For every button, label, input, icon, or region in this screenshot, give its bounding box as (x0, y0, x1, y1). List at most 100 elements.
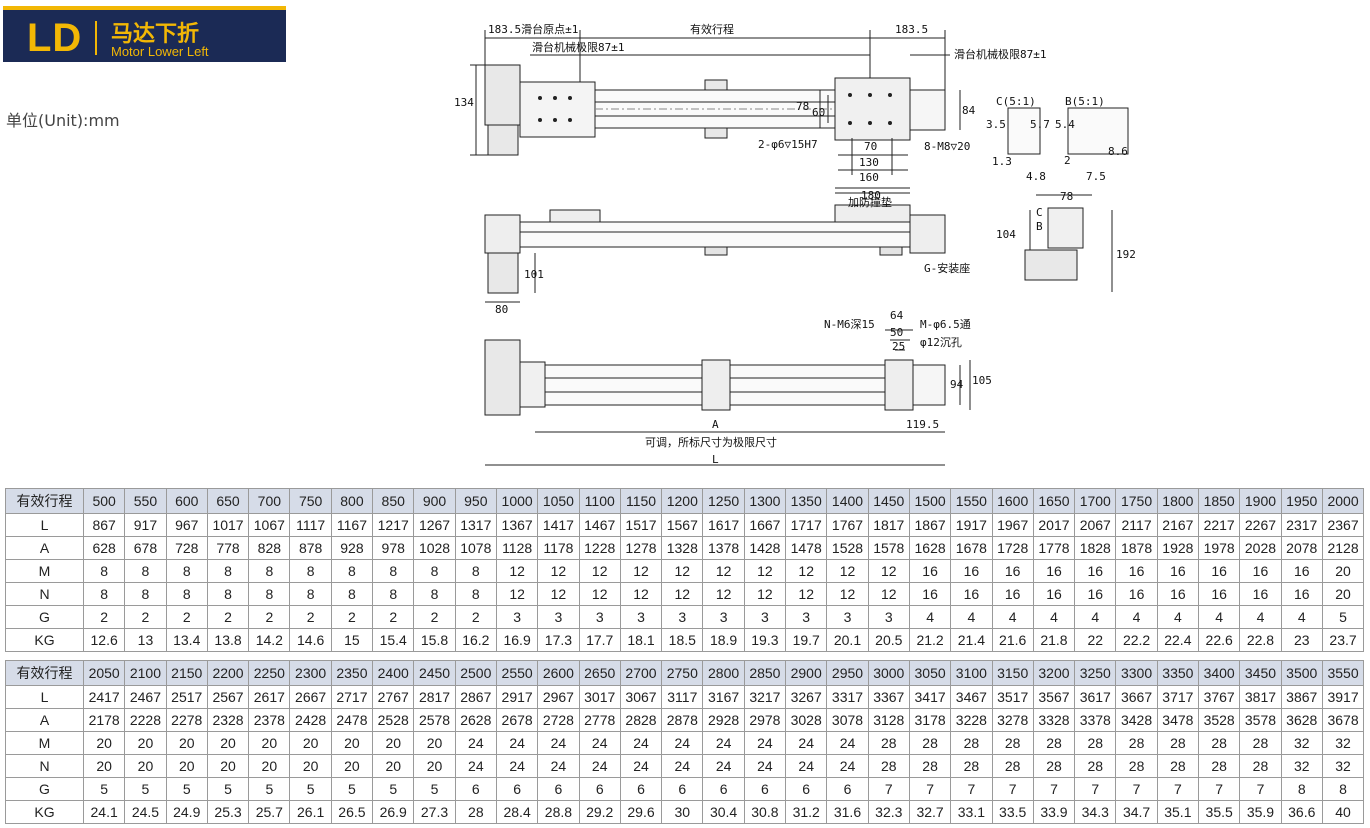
value-cell: 1067 (248, 513, 291, 537)
value-cell: 4 (991, 605, 1034, 629)
value-cell: 4 (1115, 605, 1158, 629)
value-cell: 12 (495, 559, 539, 583)
stroke-header-cell: 2050 (82, 660, 126, 686)
value-cell: 2467 (124, 685, 167, 709)
value-cell: 12 (743, 559, 787, 583)
value-cell: 828 (248, 536, 291, 560)
value-cell: 1828 (1074, 536, 1117, 560)
value-cell: 3 (661, 605, 704, 629)
value-cell: 6 (661, 777, 704, 801)
value-cell: 24.5 (124, 800, 167, 824)
value-cell: 28 (454, 800, 497, 824)
value-cell: 27.3 (413, 800, 456, 824)
row-label-cell: G (5, 605, 84, 629)
value-cell: 28 (1156, 731, 1200, 755)
detail-b (1067, 107, 1129, 155)
stroke-header-cell: 800 (330, 488, 374, 514)
value-cell: 16 (1198, 582, 1241, 606)
stroke-header-cell: 2950 (826, 660, 869, 686)
value-cell: 24 (743, 731, 787, 755)
value-cell: 15 (330, 628, 374, 652)
value-cell: 32 (1321, 754, 1365, 778)
stroke-header-cell: 1450 (867, 488, 910, 514)
value-cell: 24 (702, 731, 745, 755)
value-cell: 3478 (1156, 708, 1200, 732)
value-cell: 2367 (1321, 513, 1365, 537)
value-cell: 16 (950, 582, 993, 606)
row-label-cell: N (5, 582, 84, 606)
stroke-header-cell: 2350 (330, 660, 374, 686)
value-cell: 19.3 (743, 628, 787, 652)
row-label-cell: M (5, 559, 84, 583)
value-cell: 25.7 (248, 800, 291, 824)
value-cell: 16 (991, 582, 1034, 606)
value-cell: 3 (867, 605, 910, 629)
value-cell: 2278 (165, 708, 208, 732)
value-cell: 6 (785, 777, 828, 801)
value-cell: 20 (124, 754, 167, 778)
stroke-header-cell: 2900 (785, 660, 828, 686)
stroke-header-cell: 2100 (124, 660, 167, 686)
stroke-header-cell: 2800 (702, 660, 745, 686)
value-cell: 30 (661, 800, 704, 824)
value-cell: 16 (908, 559, 952, 583)
value-cell: 20 (248, 754, 291, 778)
value-cell: 32 (1280, 754, 1323, 778)
stroke-header-cell: 1400 (826, 488, 869, 514)
stroke-header-cell: 2650 (578, 660, 621, 686)
value-cell: 8 (1280, 777, 1323, 801)
value-cell: 26.5 (330, 800, 374, 824)
value-cell: 3 (743, 605, 787, 629)
value-cell: 3717 (1156, 685, 1200, 709)
row-label-cell: M (5, 731, 84, 755)
stroke-header-cell: 550 (124, 488, 167, 514)
value-cell: 36.6 (1280, 800, 1323, 824)
value-cell: 867 (82, 513, 126, 537)
value-cell: 28 (1156, 754, 1200, 778)
label-b: B (1036, 220, 1043, 233)
value-cell: 1867 (908, 513, 952, 537)
value-cell: 1978 (1198, 536, 1241, 560)
value-cell: 5 (330, 777, 374, 801)
value-cell: 6 (826, 777, 869, 801)
value-cell: 2767 (372, 685, 415, 709)
value-cell: 2178 (82, 708, 126, 732)
value-cell: 3367 (867, 685, 910, 709)
dim-s192: 192 (1116, 248, 1136, 261)
value-cell: 5 (248, 777, 291, 801)
header-accent-bar (3, 6, 286, 10)
stroke-header-cell: 3350 (1156, 660, 1200, 686)
value-cell: 5 (124, 777, 167, 801)
dim-2: 2 (1064, 154, 1071, 167)
value-cell: 1378 (702, 536, 745, 560)
value-cell: 8 (454, 582, 497, 606)
value-cell: 16 (1032, 582, 1076, 606)
value-cell: 8 (165, 559, 208, 583)
value-cell: 7 (1239, 777, 1282, 801)
value-cell: 2978 (743, 708, 787, 732)
stroke-header-cell: 3150 (991, 660, 1034, 686)
value-cell: 6 (454, 777, 497, 801)
value-cell: 5 (82, 777, 126, 801)
value-cell: 1267 (413, 513, 456, 537)
value-cell: 34.3 (1074, 800, 1117, 824)
value-cell: 1328 (661, 536, 704, 560)
value-cell: 4 (1156, 605, 1200, 629)
value-cell: 8 (372, 582, 415, 606)
value-cell: 1028 (413, 536, 456, 560)
value-cell: 24 (743, 754, 787, 778)
dim-64: 64 (890, 309, 904, 322)
dim-pin: 2-φ6▽15H7 (758, 138, 818, 151)
value-cell: 1417 (537, 513, 580, 537)
value-cell: 16 (1239, 559, 1282, 583)
value-cell: 15.4 (372, 628, 415, 652)
value-cell: 2728 (537, 708, 580, 732)
value-cell: 28 (908, 731, 952, 755)
value-cell: 8 (206, 582, 250, 606)
value-cell: 2128 (1321, 536, 1365, 560)
value-cell: 28 (950, 731, 993, 755)
value-cell: 978 (372, 536, 415, 560)
row-label-cell: A (5, 708, 84, 732)
value-cell: 1878 (1115, 536, 1158, 560)
